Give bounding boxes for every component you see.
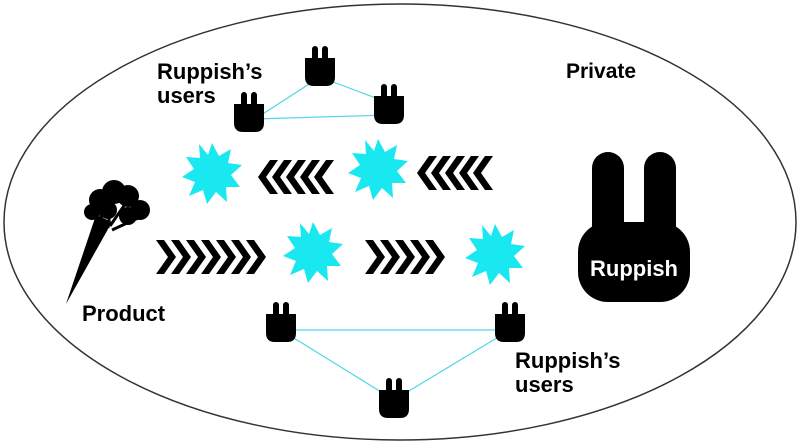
carrot-icon — [66, 180, 150, 304]
private-boundary-ellipse — [3, 3, 797, 441]
product-label: Product — [82, 301, 166, 326]
bottom-users-label: Ruppish’s users — [515, 348, 621, 397]
ruppish-bunny-icon — [578, 152, 690, 302]
private-label: Private — [566, 60, 637, 83]
top-users-label: Ruppish’s users — [157, 59, 263, 108]
ruppish-label: Ruppish — [590, 256, 678, 281]
bottom-user-network-links — [280, 329, 511, 401]
